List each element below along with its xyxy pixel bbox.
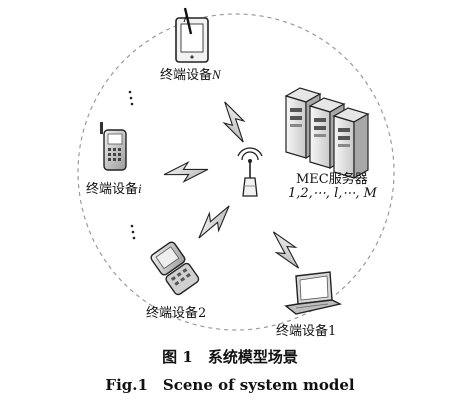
device-1-label: 终端设备1 [276, 320, 336, 339]
wireless-link-icon [222, 101, 246, 143]
ellipsis-dots-icon [130, 224, 136, 240]
device-i-index: i [138, 181, 142, 196]
wireless-link-icon [272, 231, 300, 269]
caption-zh: 图 1 系统模型场景 [162, 348, 298, 366]
device-1-index: 1 [328, 324, 337, 339]
ellipsis-dots-icon [128, 90, 134, 106]
device-n-index: N [212, 67, 221, 82]
mec-server-indices: 1,2,⋯, l,⋯, M [288, 186, 377, 201]
device-i-prefix: 终端设备 [86, 182, 139, 197]
laptop-icon [284, 271, 343, 315]
caption-en: Fig.1 Scene of system model [105, 376, 355, 394]
flip-phone-icon [150, 241, 200, 296]
device-2-index: 2 [198, 306, 207, 321]
mec-server-label: MEC服务器 [296, 172, 368, 187]
device-1-prefix: 终端设备 [276, 324, 329, 339]
wireless-link-icon [163, 160, 209, 184]
antenna-icon [237, 147, 263, 197]
device-n-label: 终端设备N [160, 64, 221, 83]
mec-server-icon [284, 87, 370, 180]
device-n-prefix: 终端设备 [160, 68, 213, 83]
wireless-link-icon [198, 205, 230, 239]
device-i-label: 终端设备i [86, 178, 142, 197]
mobile-phone-icon [100, 122, 127, 171]
coverage-boundary [77, 13, 395, 331]
device-2-label: 终端设备2 [146, 302, 206, 321]
device-2-prefix: 终端设备 [146, 306, 199, 321]
tablet-icon [175, 7, 209, 63]
